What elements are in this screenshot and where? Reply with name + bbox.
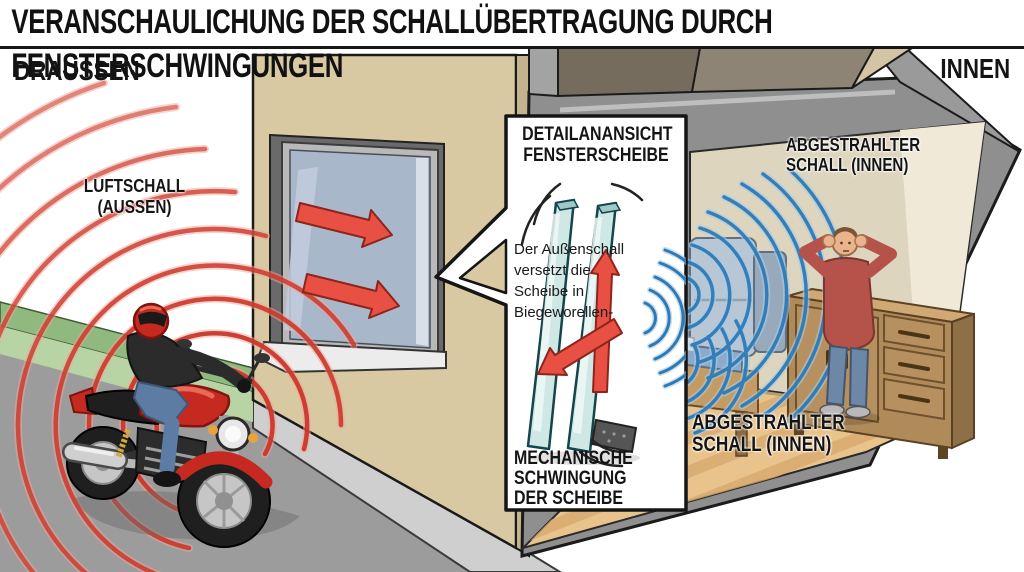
torso [823, 257, 876, 352]
page-title: VERANSCHAULICHUNG DER SCHALLÜBERTRAGUNG … [11, 3, 773, 85]
front-fender [175, 451, 273, 489]
rider [126, 302, 251, 487]
person-covering-ears [799, 227, 897, 425]
title-bar: VERANSCHAULICHUNG DER SCHALLÜBERTRAGUNG … [0, 0, 1024, 85]
arrow-up [590, 249, 620, 393]
pane-sound-waves [642, 247, 686, 389]
impact-arrows [295, 202, 400, 319]
motorcycle [62, 302, 300, 548]
detail-panel [434, 114, 688, 512]
panel-arrows [537, 249, 623, 393]
pane-spacer [590, 418, 638, 454]
arrow-down-left [537, 318, 623, 376]
vibration-strokes [520, 182, 644, 468]
callout-notch [458, 238, 508, 295]
